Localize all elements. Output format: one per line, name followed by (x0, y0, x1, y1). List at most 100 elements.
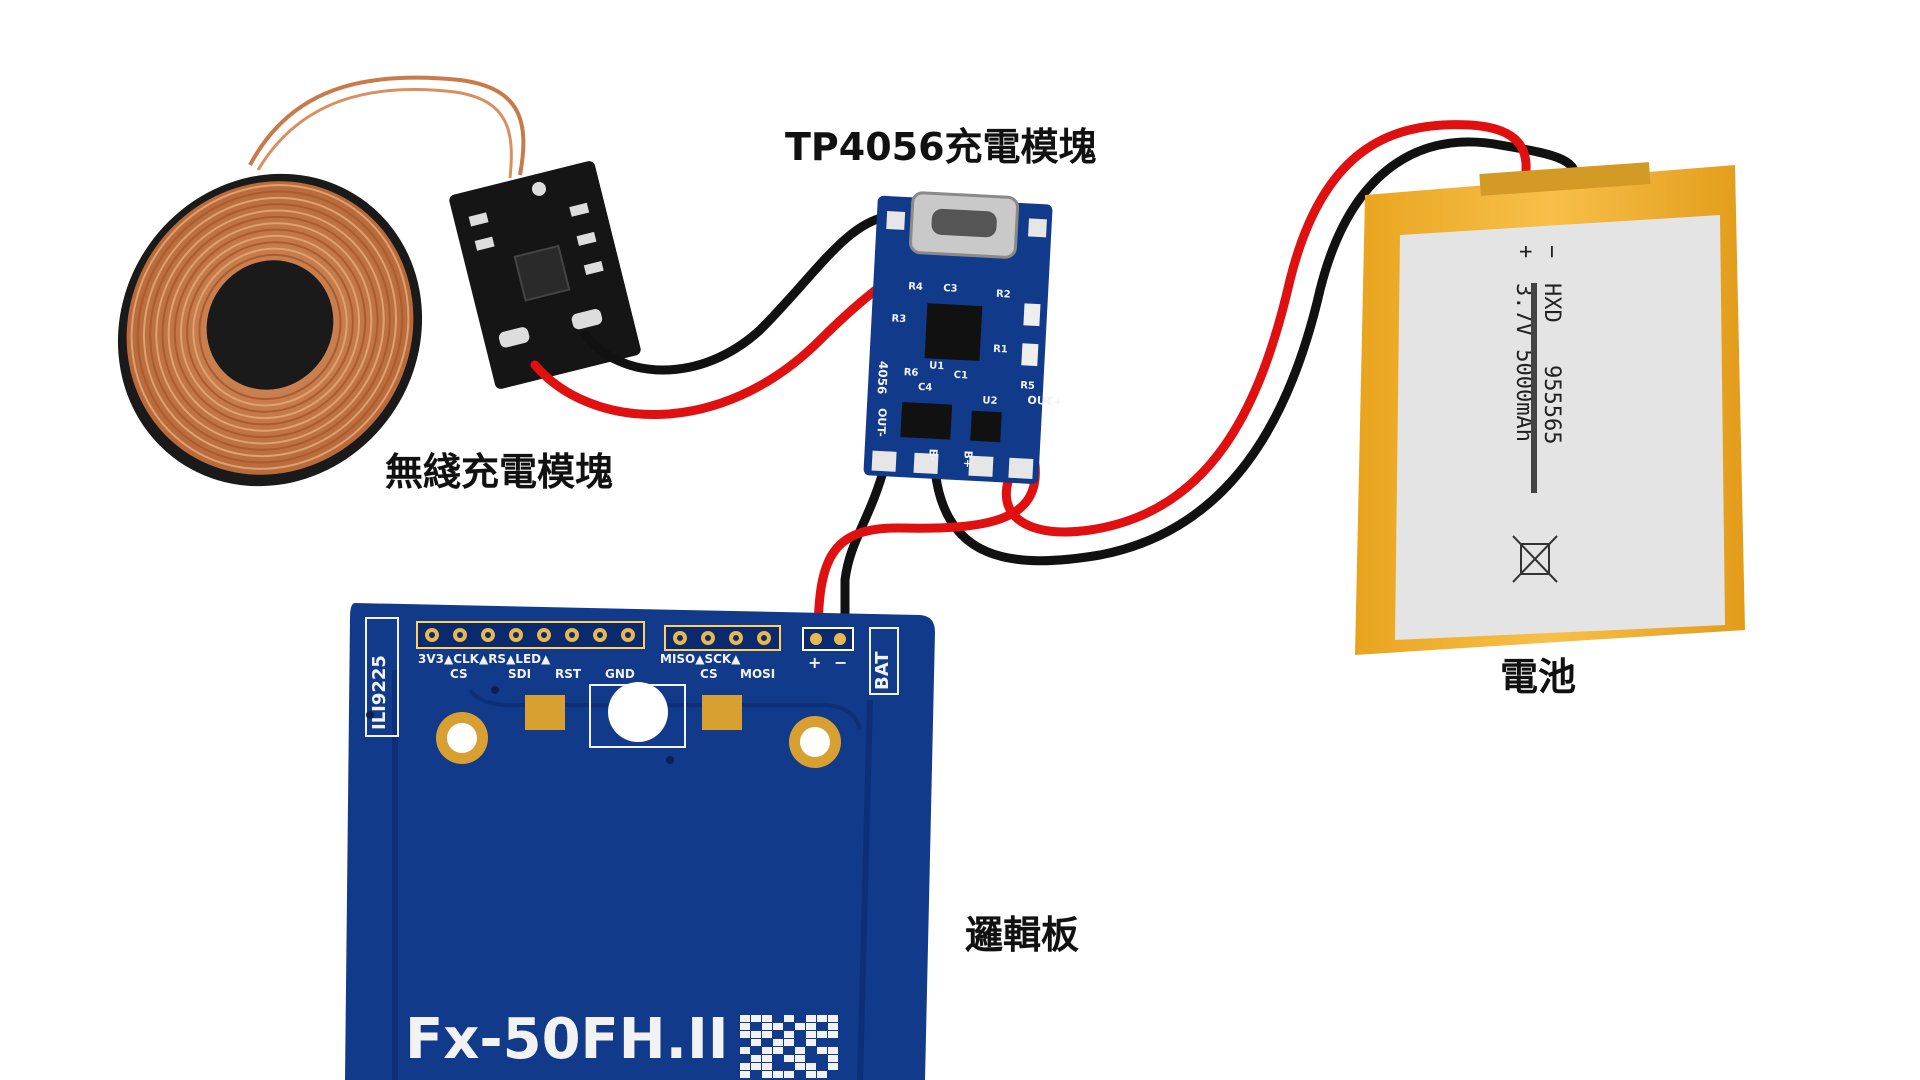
qr-module (740, 1063, 750, 1070)
qr-module (828, 1047, 838, 1054)
logic-board: ILI9225 BAT + − 3V3▲CLK▲RS▲LED▲ CS SDI R… (345, 603, 935, 1080)
mosfet-chip (970, 411, 1002, 443)
qr-module (773, 1071, 783, 1078)
header-pin-hole (597, 632, 603, 638)
qr-module (773, 1039, 783, 1046)
battery-plus: + (1513, 245, 1538, 258)
via (366, 711, 374, 719)
pad-in (886, 211, 905, 230)
qr-module (751, 1055, 761, 1062)
qr-module (762, 1015, 772, 1022)
silk-r6: R6 (903, 367, 918, 379)
label-logic-board: 邏輯板 (965, 913, 1079, 957)
qr-module (817, 1047, 827, 1054)
via (666, 756, 674, 764)
spi-top-label: MISO▲SCK▲ (660, 652, 741, 666)
buzzer-hole (608, 682, 668, 742)
pin-gnd-label: GND (605, 667, 635, 681)
qr-module (740, 1031, 750, 1038)
qr-module (762, 1031, 772, 1038)
qr-module (806, 1039, 816, 1046)
silk-c3: C3 (943, 283, 958, 295)
pad-in (1028, 218, 1047, 237)
silk-c4: C4 (918, 382, 933, 394)
label-tp4056: TP4056充電模塊 (785, 125, 1097, 169)
label-wireless: 無綫充電模塊 (385, 450, 613, 494)
pad-out-plus (1008, 458, 1033, 479)
qr-module (784, 1031, 794, 1038)
rx-chip (515, 246, 570, 301)
silk-r5: R5 (1020, 380, 1035, 392)
qr-module (740, 1047, 750, 1054)
header-pin-hole (677, 635, 683, 641)
bat-minus-label: − (834, 653, 847, 672)
qr-module (762, 1063, 772, 1070)
header-pin-hole (429, 632, 435, 638)
qr-module (795, 1023, 805, 1030)
silk-u2: U2 (982, 395, 998, 407)
silk-b-plus: B+ (961, 450, 975, 468)
usb-c-port (931, 208, 997, 237)
bat-plus-label: + (808, 653, 821, 672)
silk-r1: R1 (993, 344, 1008, 356)
qr-module (751, 1015, 761, 1022)
qr-module (806, 1063, 816, 1070)
qr-module (795, 1063, 805, 1070)
silk-out-plus: OUT+ (1027, 394, 1063, 409)
qr-module (773, 1023, 783, 1030)
board-title: Fx-50FH.II (405, 1007, 729, 1072)
label-battery: 電池 (1500, 655, 1576, 699)
qr-module (806, 1071, 816, 1078)
pad-right (702, 695, 742, 730)
qr-module (817, 1071, 827, 1078)
bat-pin-minus (834, 633, 846, 645)
qr-module (817, 1031, 827, 1038)
qr-module (828, 1031, 838, 1038)
qr-module (817, 1015, 827, 1022)
mount-hole-left-inner (447, 723, 477, 753)
qr-module (751, 1039, 761, 1046)
silk-c1: C1 (953, 370, 968, 382)
bat-pin-plus (810, 633, 822, 645)
silk-out-minus: OUT- (874, 408, 888, 437)
qr-module (751, 1031, 761, 1038)
battery-barcode (1531, 283, 1537, 493)
led-2 (1021, 343, 1038, 366)
silk-r3: R3 (891, 313, 906, 325)
qr-module (784, 1055, 794, 1062)
header-pin-hole (457, 632, 463, 638)
qr-module (762, 1071, 772, 1078)
qr-module (828, 1055, 838, 1062)
pin-cs-label: CS (450, 667, 468, 681)
chip-label: ILI9225 (369, 655, 390, 730)
coil-lead-2 (258, 89, 511, 178)
lipo-battery: − + HXD 955565 3.7V 5000mAh (1355, 162, 1745, 655)
bat-label: BAT (872, 651, 893, 690)
header-pin-hole (705, 635, 711, 641)
tp4056-module: R4 C3 R2 R3 R1 C1 C4 R5 R6 U1 U2 4056 OU… (863, 191, 1073, 486)
qr-module (828, 1063, 838, 1070)
qr-module (795, 1047, 805, 1054)
qr-module (762, 1055, 772, 1062)
qr-module (795, 1055, 805, 1062)
dw01-chip (900, 402, 952, 440)
spi-cs-label: CS (700, 667, 718, 681)
pin-sdi-label: SDI (508, 667, 531, 681)
header-pin-hole (513, 632, 519, 638)
led-1 (1023, 303, 1040, 326)
qr-module (784, 1015, 794, 1022)
header-pin-hole (485, 632, 491, 638)
qr-module (806, 1023, 816, 1030)
qr-module (773, 1047, 783, 1054)
silk-part-number: 4056 (875, 361, 891, 395)
pin-rst-label: RST (555, 667, 582, 681)
silk-u1: U1 (929, 360, 945, 372)
qr-module (740, 1071, 750, 1078)
qr-module (828, 1015, 838, 1022)
battery-model: 955565 (1539, 365, 1564, 444)
pad-out-minus (872, 451, 897, 472)
qr-module (828, 1023, 838, 1030)
qr-module (762, 1023, 772, 1030)
